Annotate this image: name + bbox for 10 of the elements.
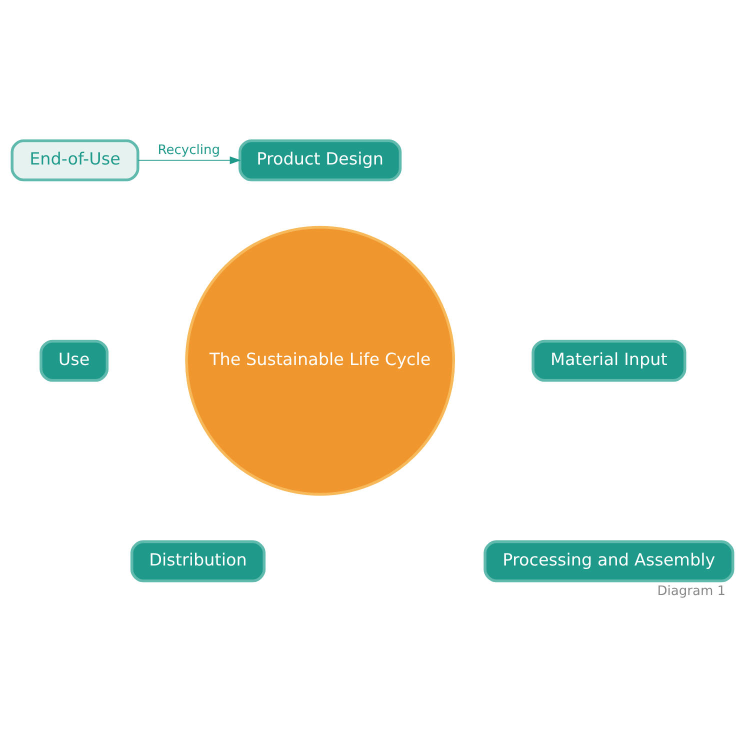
caption: Diagram 1 [657,584,726,599]
node-box: Processing and Assembly [484,540,734,582]
node-circle: The Sustainable Life Cycle [185,225,456,496]
arrow [138,156,241,164]
node-box: Product Design [238,138,402,181]
node-box: End-of-Use [10,138,140,181]
node-box: Material Input [532,339,686,382]
node-box: Use [40,339,109,382]
edge-label: Recycling [158,142,220,158]
node-box: Distribution [130,540,266,582]
